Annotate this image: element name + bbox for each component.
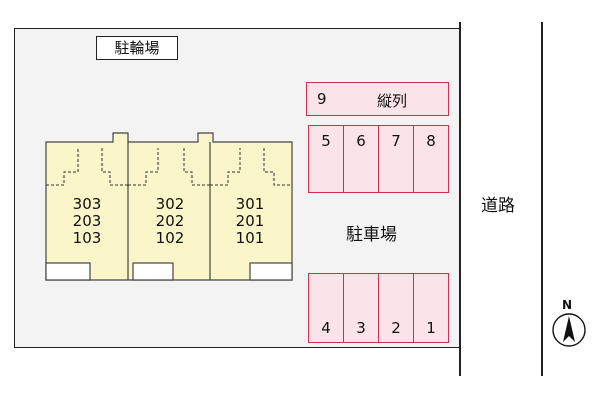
unit-number: 201: [235, 212, 265, 230]
road-far-edge-line: [541, 22, 543, 376]
compass-north-label: N: [562, 298, 573, 312]
stall-number: 1: [426, 319, 436, 337]
parking-stall: 1: [413, 273, 449, 343]
north-arrow-icon: [552, 313, 586, 347]
unit-number: 203: [72, 212, 102, 230]
stall-number: 2: [391, 319, 401, 337]
parking-stall: 3: [343, 273, 379, 343]
unit-column-middle: 302 202 102: [150, 196, 190, 247]
apartment-building: [45, 132, 293, 281]
unit-number: 102: [155, 229, 185, 247]
parking-stall-tandem: 9 縦列: [306, 82, 449, 116]
parking-stall: 4: [308, 273, 344, 343]
unit-column-left: 303 203 103: [67, 196, 107, 247]
stall-number: 4: [321, 319, 331, 337]
stall-number: 3: [356, 319, 366, 337]
unit-number: 202: [155, 212, 185, 230]
building-outline: [45, 132, 293, 281]
stall-number: 9: [317, 90, 327, 108]
bicycle-parking-label: 駐輪場: [96, 36, 178, 60]
unit-number: 103: [72, 229, 102, 247]
parking-stall: 6: [343, 125, 379, 193]
balcony-dashed-lines: [46, 148, 292, 186]
parking-stall: 5: [308, 125, 344, 193]
unit-number: 301: [235, 195, 265, 213]
stall-number: 6: [356, 132, 366, 150]
stall-number: 8: [426, 132, 436, 150]
unit-column-right: 301 201 101: [230, 196, 270, 247]
unit-number: 302: [155, 195, 185, 213]
tandem-label: 縦列: [377, 92, 408, 110]
property-boundary-line: [459, 22, 461, 376]
stall-number: 7: [391, 132, 401, 150]
parking-stall: 7: [378, 125, 414, 193]
parking-label: 駐車場: [346, 225, 397, 245]
unit-number: 303: [72, 195, 102, 213]
unit-number: 101: [235, 229, 265, 247]
road-label: 道路: [481, 196, 515, 216]
stall-number: 5: [321, 132, 331, 150]
parking-stall: 2: [378, 273, 414, 343]
parking-stall: 8: [413, 125, 449, 193]
compass: N: [548, 298, 590, 354]
